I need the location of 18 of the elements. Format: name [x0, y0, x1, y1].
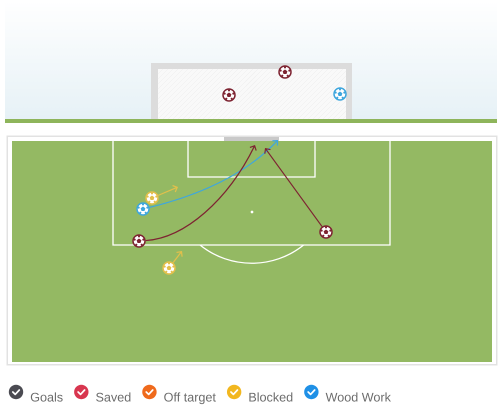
- arrow: [149, 140, 278, 208]
- arrow: [146, 145, 257, 242]
- football-icon: [132, 234, 146, 248]
- football-icon: [319, 225, 333, 239]
- football-icon: [333, 87, 347, 101]
- football-icon: [162, 261, 176, 275]
- arrow: [264, 148, 323, 227]
- arrow: [172, 251, 183, 263]
- football-icon: [222, 88, 236, 102]
- legend-label: Blocked: [249, 392, 292, 402]
- football-icon: [145, 191, 159, 205]
- football-icon: [136, 202, 150, 216]
- legend-label: Saved: [96, 392, 130, 402]
- legend-label: Wood Work: [326, 392, 391, 402]
- legend-label: Goals: [30, 392, 63, 402]
- arrow: [158, 184, 178, 196]
- football-icon: [278, 65, 292, 79]
- legend-label: Off target: [164, 392, 216, 404]
